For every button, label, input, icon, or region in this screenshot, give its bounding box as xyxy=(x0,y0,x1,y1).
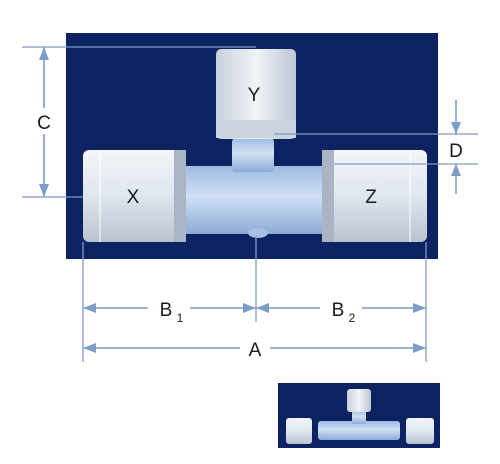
dimension-b2: B 2 xyxy=(256,294,426,325)
dimension-a: A xyxy=(83,335,426,363)
dim-label-b2-subscript: 2 xyxy=(349,311,356,325)
nut-z xyxy=(324,150,427,242)
dimension-d: D xyxy=(274,100,478,194)
nut-x xyxy=(83,150,183,242)
fitting-body xyxy=(170,166,340,234)
tee-fitting xyxy=(83,49,427,242)
port-label-y: Y xyxy=(248,85,261,106)
dim-label-a: A xyxy=(249,340,262,361)
dim-label-b2: B xyxy=(332,300,345,321)
dim-label-b1-subscript: 1 xyxy=(177,311,184,325)
disassembled-tee-fitting-icon xyxy=(278,383,440,448)
dim-label-d: D xyxy=(449,141,463,162)
dim-label-b1: B xyxy=(160,300,173,321)
dim-label-c: C xyxy=(37,113,51,134)
port-label-x: X xyxy=(127,187,140,208)
dimension-c: C xyxy=(22,46,256,198)
fitting-stem xyxy=(232,138,274,172)
nut-y xyxy=(216,49,296,139)
port-label-z: Z xyxy=(365,187,377,208)
dimension-b1: B 1 xyxy=(83,294,256,325)
